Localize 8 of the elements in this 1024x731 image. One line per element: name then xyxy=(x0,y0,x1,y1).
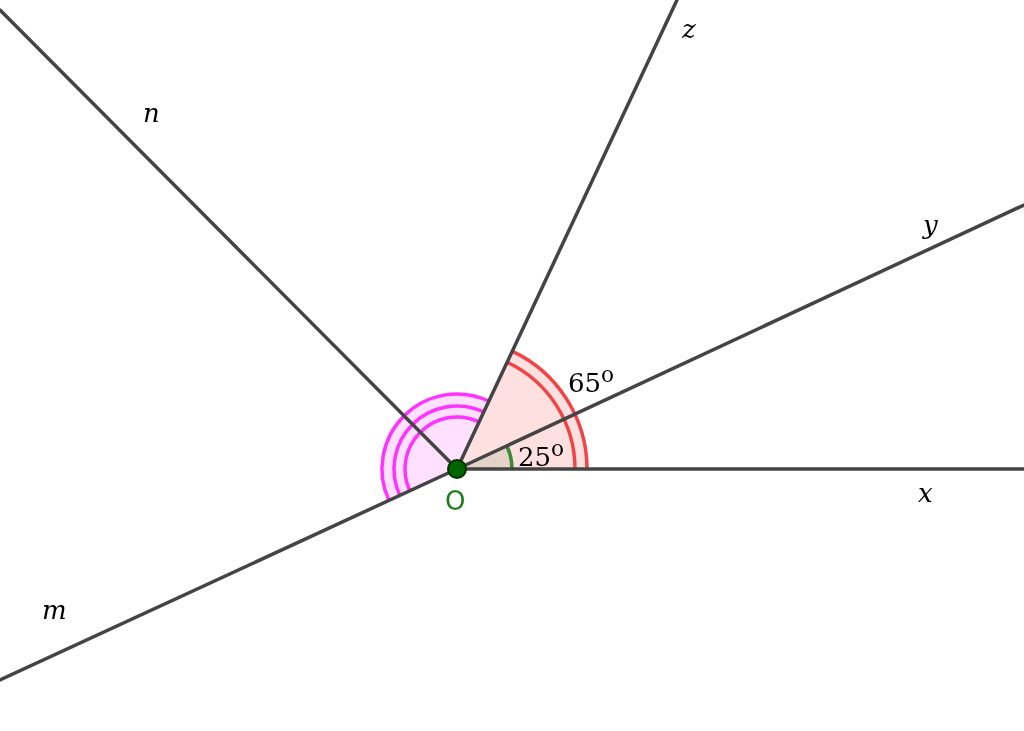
ray-label: x xyxy=(918,480,933,506)
ray-label: m xyxy=(42,597,67,623)
angle-label: 65$^{o}$ xyxy=(568,364,615,396)
ray-label: z xyxy=(682,16,696,42)
point-label: O xyxy=(445,488,466,514)
ray-label: n xyxy=(143,100,160,126)
ray-label: y xyxy=(923,212,938,238)
angle-label: 25$^{o}$ xyxy=(518,438,565,470)
